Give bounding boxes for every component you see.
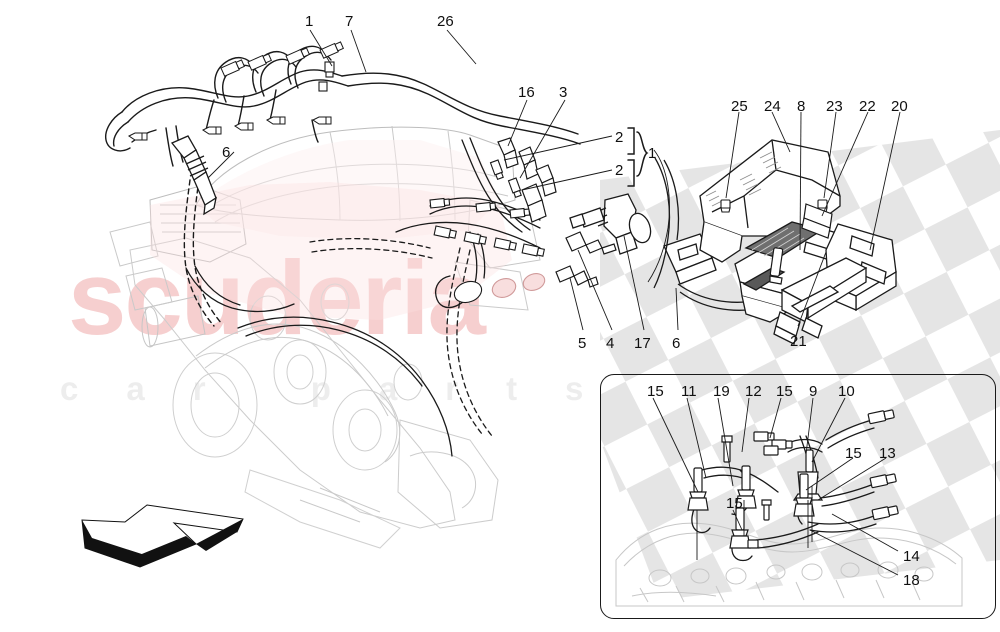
heat-shield-texture — [705, 151, 782, 207]
forward-direction-arrow — [81, 504, 244, 568]
callout-16: 16 — [518, 84, 535, 101]
ecu-stud — [769, 247, 784, 285]
engine-pink-tint — [150, 182, 512, 320]
inset-callout-18: 18 — [903, 572, 920, 589]
inset-callout-15-a: 15 — [647, 383, 664, 400]
watermark-car-parts: car parts — [60, 370, 632, 407]
leader-lines-main — [207, 29, 901, 331]
callout-21: 21 — [790, 333, 807, 350]
engine-assembly-outline — [109, 125, 541, 549]
inset-callout-15-c: 15 — [845, 445, 862, 462]
inset-callout-19: 19 — [713, 383, 730, 400]
ignition-coil-part6 — [170, 135, 217, 216]
callout-3: 3 — [559, 84, 568, 101]
bolt-part4 — [565, 231, 617, 255]
inset-callout-9: 9 — [809, 383, 818, 400]
callout-17: 17 — [634, 335, 651, 352]
callout-7: 7 — [345, 13, 354, 30]
inset-callout-15-b: 15 — [776, 383, 793, 400]
callout-6-coil: 6 — [222, 144, 231, 161]
callout-1-group: 1 — [648, 145, 657, 162]
callout-2-upper: 2 — [615, 129, 624, 146]
inset-detail-panel — [600, 374, 996, 619]
callout-1-top: 1 — [305, 13, 314, 30]
harness-connectors — [128, 41, 345, 141]
ecu-connector-part6 — [663, 233, 717, 285]
inset-callout-13: 13 — [879, 445, 896, 462]
spark-plug-part5 — [555, 265, 599, 288]
callout-24: 24 — [764, 98, 781, 115]
callout-6-lower: 6 — [672, 335, 681, 352]
ecu-heat-shield-part24 — [699, 139, 841, 263]
inset-detail-artwork — [615, 397, 963, 607]
callout-22: 22 — [859, 98, 876, 115]
lower-support-bracket-part21 — [773, 257, 868, 345]
ignition-coil-harness — [105, 45, 581, 327]
inset-callout-11: 11 — [681, 383, 697, 400]
callout-23: 23 — [826, 98, 843, 115]
bracket-clip-part22 — [801, 203, 833, 239]
heat-shield-bolt-part25 — [720, 199, 731, 213]
callout-4: 4 — [606, 335, 615, 352]
inset-callout-14: 14 — [903, 548, 920, 565]
inset-callout-10: 10 — [838, 383, 855, 400]
callout-20: 20 — [891, 98, 908, 115]
callout-25: 25 — [731, 98, 748, 115]
inset-callout-12: 12 — [745, 383, 762, 400]
callout-2-lower: 2 — [615, 162, 624, 179]
phase-sensor-part17 — [569, 193, 652, 255]
callout-26: 26 — [437, 13, 454, 30]
callout-8: 8 — [797, 98, 806, 115]
engine-sensor-harness — [185, 137, 541, 457]
callout-bracket-group — [627, 127, 649, 187]
injector-connectors — [429, 159, 546, 304]
callout-5: 5 — [578, 335, 587, 352]
sensor-cluster-16-3 — [497, 137, 557, 223]
inset-callout-15-d: 15 — [726, 495, 743, 512]
